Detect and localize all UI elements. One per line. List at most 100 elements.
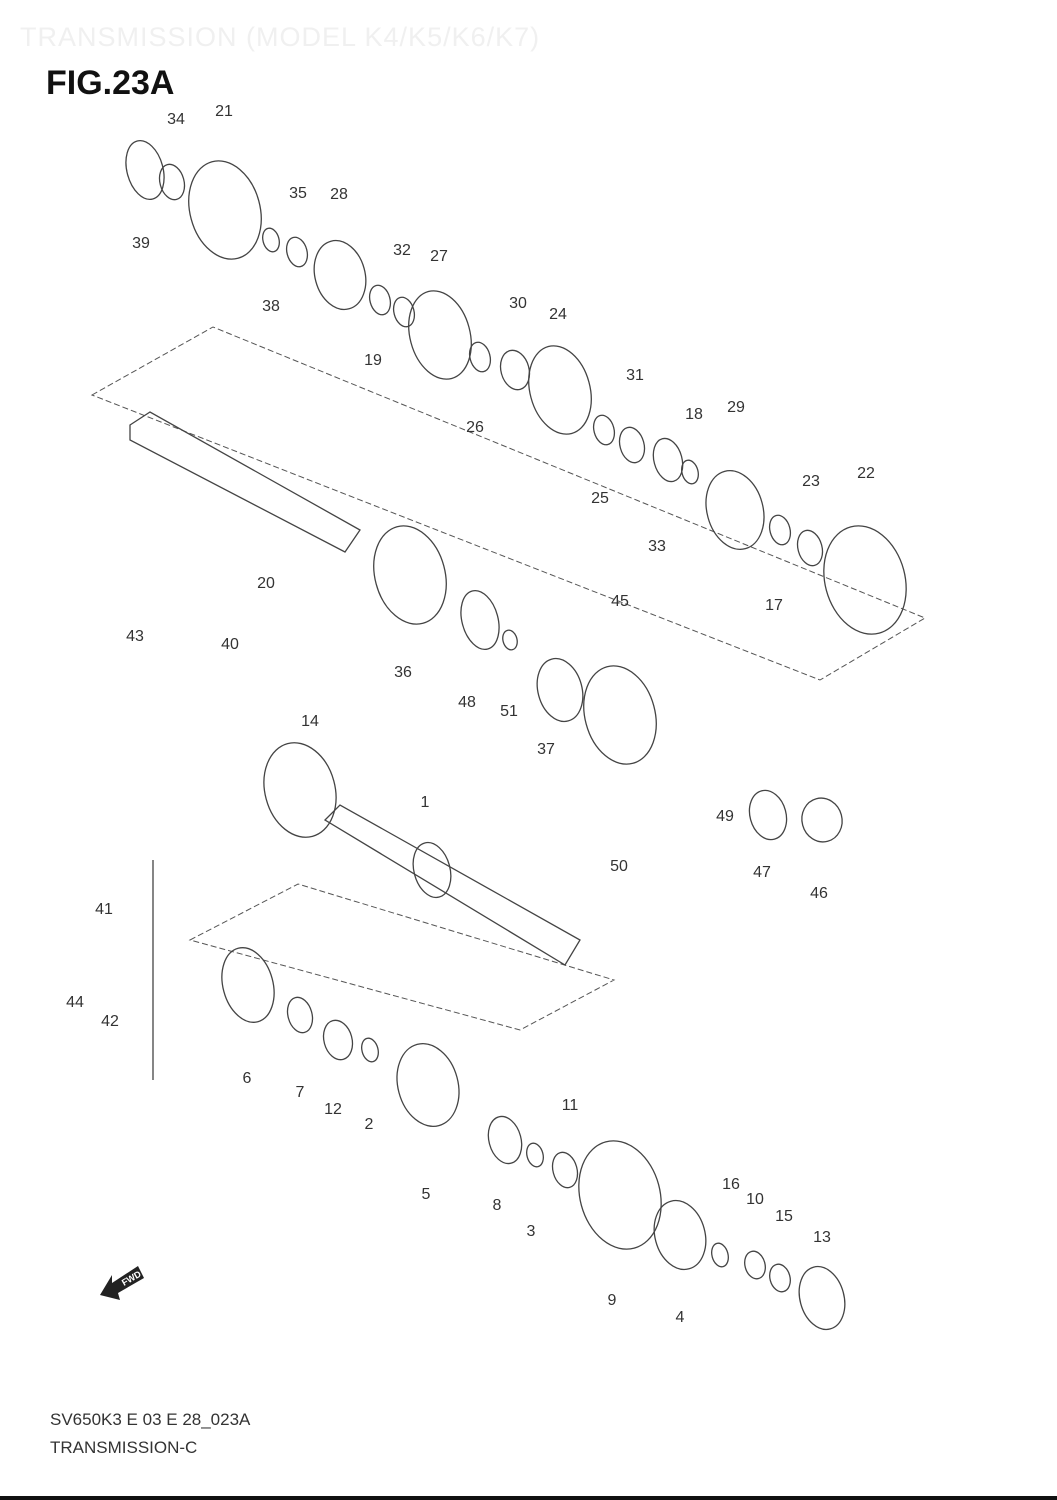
part-outline [798,1265,846,1331]
callout-43: 43 [126,628,144,645]
part-outline [769,1263,791,1293]
part-outline [823,525,907,635]
part-outline [361,1037,379,1063]
callout-9: 9 [608,1292,617,1309]
callout-31: 31 [626,367,644,384]
callout-19: 19 [364,352,382,369]
part-outline [711,1242,729,1268]
callout-8: 8 [493,1197,502,1214]
part-outline [263,742,337,838]
callout-20: 20 [257,575,275,592]
part-outline [748,789,788,841]
callout-37: 37 [537,741,555,758]
callout-29: 29 [727,399,745,416]
part-outline [188,160,262,260]
callout-22: 22 [857,465,875,482]
callout-39: 39 [132,235,150,252]
callout-51: 51 [500,703,518,720]
callout-15: 15 [775,1208,793,1225]
part-outline [768,514,792,546]
callout-16: 16 [722,1176,740,1193]
diagram-title: TRANSMISSION (MODEL K4/K5/K6/K7) [20,22,541,52]
callout-5: 5 [422,1186,431,1203]
diagram-name: TRANSMISSION-C [50,1438,198,1457]
callout-24: 24 [549,306,567,323]
part-outline [392,296,416,328]
part-outline [412,841,452,899]
figure-number: FIG.23A [46,64,175,102]
part-outline [705,470,765,550]
part-outline [618,426,646,464]
countershaft [129,411,361,553]
part-outline [322,1019,354,1061]
callout-2: 2 [365,1116,374,1133]
part-outline [285,236,309,268]
part-outline [551,1151,579,1189]
callout-50: 50 [610,858,628,875]
part-outline [286,996,314,1034]
part-outline [528,345,592,435]
part-outline [373,525,447,625]
diagram-code: SV650K3 E 03 E 28_023A [50,1410,251,1429]
callout-23: 23 [802,473,820,490]
part-outline [681,459,699,485]
callout-35: 35 [289,185,307,202]
bottom-border [0,1496,1057,1500]
callout-25: 25 [591,490,609,507]
callout-21: 21 [215,103,233,120]
callout-36: 36 [394,664,412,681]
part-outline [487,1115,523,1165]
callout-41: 41 [95,901,113,918]
callout-48: 48 [458,694,476,711]
callout-38: 38 [262,298,280,315]
part-outline [801,797,843,843]
part-outline [396,1043,460,1127]
callout-44: 44 [66,994,84,1011]
callout-7: 7 [296,1084,305,1101]
part-outline [796,529,824,567]
part-outline [536,657,584,723]
callout-13: 13 [813,1229,831,1246]
part-outline [313,239,367,311]
callout-6: 6 [243,1070,252,1087]
callout-45: 45 [611,593,629,610]
part-outline [221,947,275,1023]
part-outline [408,290,472,380]
callout-34: 34 [167,111,185,128]
part-outline [468,341,492,373]
callout-26: 26 [466,419,484,436]
callout-40: 40 [221,636,239,653]
part-outline [368,284,392,316]
part-outline [499,349,531,391]
driveshaft-group-frame [188,883,616,1031]
callout-12: 12 [324,1101,342,1118]
callout-27: 27 [430,248,448,265]
callout-1: 1 [421,794,430,811]
callout-47: 47 [753,864,771,881]
callout-4: 4 [676,1309,685,1326]
part-outline [125,140,165,200]
part-outline [744,1250,766,1280]
callout-46: 46 [810,885,828,902]
part-outline [262,227,280,253]
callout-18: 18 [685,406,703,423]
callout-49: 49 [716,808,734,825]
part-outline [578,1140,662,1250]
countershaft-group-frame [90,326,927,681]
callout-30: 30 [509,295,527,312]
callout-42: 42 [101,1013,119,1030]
part-outline [460,590,500,650]
part-outline [592,414,616,446]
callout-17: 17 [765,597,783,614]
callout-3: 3 [527,1223,536,1240]
part-outline [653,1199,707,1271]
part-outline [502,629,518,651]
fwd-arrow: FWD [100,1266,144,1300]
part-outline [652,437,684,483]
callout-32: 32 [393,242,411,259]
part-outline [158,163,186,201]
driveshaft [323,804,581,966]
callout-33: 33 [648,538,666,555]
callout-28: 28 [330,186,348,203]
